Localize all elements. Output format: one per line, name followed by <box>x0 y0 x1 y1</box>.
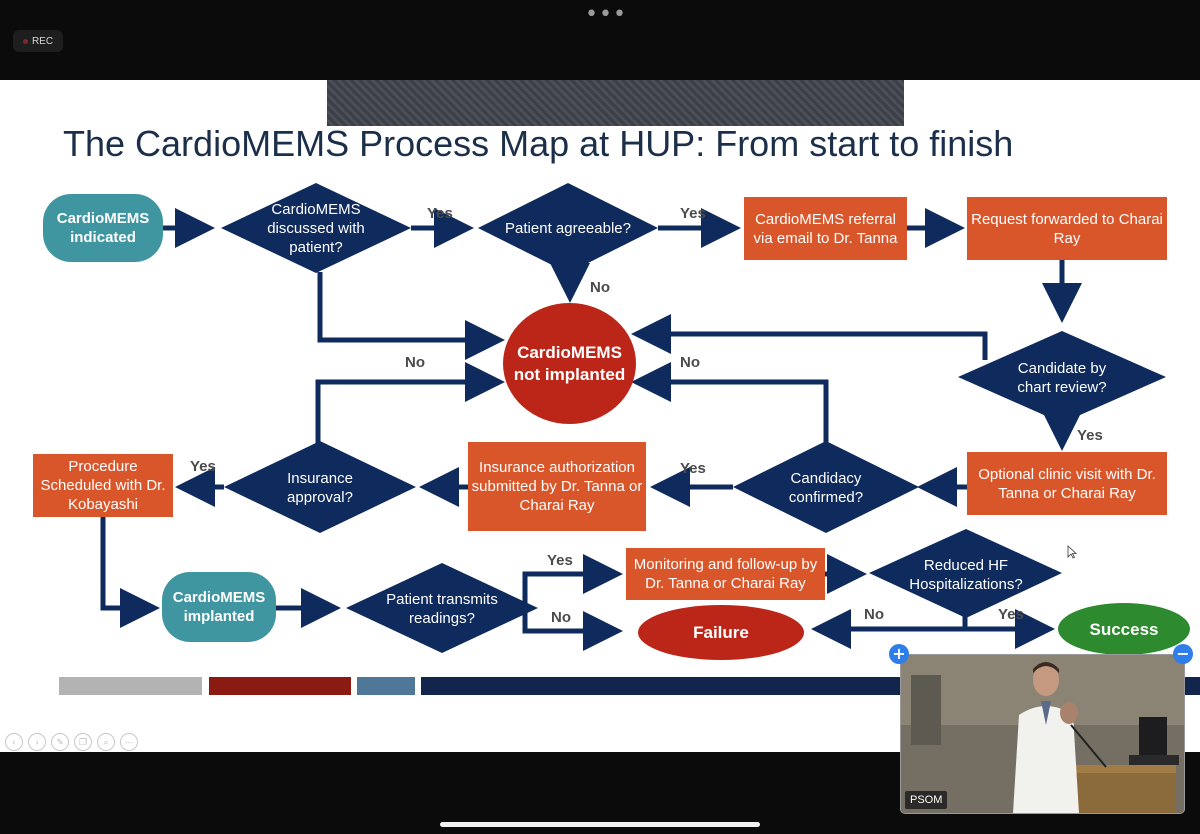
arrow-insurance-to-not-implanted <box>315 362 505 448</box>
arrow-discussed-to-not-implanted <box>317 272 505 360</box>
node-cardiomems-indicated: CardioMEMS indicated <box>43 194 163 262</box>
zoom-icon[interactable]: ⌕ <box>97 733 115 751</box>
label-no-insurance: No <box>405 354 425 371</box>
node-monitoring: Monitoring and follow-up by Dr. Tanna or… <box>626 548 825 600</box>
mouse-cursor-icon <box>1067 545 1077 559</box>
node-failure: Failure <box>638 605 804 660</box>
label-no-agreeable: No <box>590 279 610 296</box>
next-icon[interactable]: › <box>28 733 46 751</box>
arrow-candidate-to-not-implanted <box>631 314 988 360</box>
node-reduced-text: Reduced HF Hospitalizations? <box>909 557 1023 593</box>
diamond-transmits <box>346 563 538 653</box>
diamond-candidate <box>958 331 1166 423</box>
recording-label: REC <box>31 35 54 47</box>
node-clinic-visit: Optional clinic visit with Dr. Tanna or … <box>967 452 1167 515</box>
copy-icon[interactable]: ❐ <box>74 733 92 751</box>
more-options-icon[interactable]: ••• <box>585 2 627 27</box>
shared-slide: The CardioMEMS Process Map at HUP: From … <box>0 80 1200 752</box>
arrow-transmits-to-monitoring <box>522 554 623 608</box>
label-yes-discussed: Yes <box>427 205 453 222</box>
node-candidacy-text: Candidacy confirmed? <box>788 470 864 506</box>
label-yes-transmits: Yes <box>547 552 573 569</box>
color-bar-steel <box>357 677 415 695</box>
flowchart-canvas <box>100 183 1166 653</box>
arrow-candidacy-to-not-implanted <box>631 362 829 445</box>
diamond-insurance <box>224 441 416 533</box>
diamond-reduced <box>869 529 1062 618</box>
minimize-icon[interactable]: − <box>1173 644 1193 664</box>
video-thumbnail[interactable]: PSOM <box>900 654 1185 814</box>
node-request: Request forwarded to Charai Ray <box>967 197 1167 260</box>
slide-header-pattern <box>327 80 904 126</box>
diamond-agreeable <box>478 183 658 273</box>
recording-indicator[interactable]: REC <box>13 30 63 52</box>
prev-icon[interactable]: ‹ <box>5 733 23 751</box>
node-procedure: Procedure Scheduled with Dr. Kobayashi <box>33 454 173 517</box>
node-insurance-approval-text: Insurance approval? <box>287 470 353 506</box>
label-no-transmits: No <box>551 609 571 626</box>
arrow-procedure-to-implanted <box>100 517 160 628</box>
node-insurance-auth: Insurance authorization submitted by Dr.… <box>468 442 646 531</box>
node-discussed-text: CardioMEMS discussed with patient? <box>267 200 365 256</box>
node-transmits-text: Patient transmits readings? <box>386 591 498 627</box>
participant-name: PSOM <box>905 791 948 809</box>
label-yes-insurance: Yes <box>190 458 216 475</box>
add-icon[interactable]: + <box>889 644 909 664</box>
node-referral: CardioMEMS referral via email to Dr. Tan… <box>744 197 907 260</box>
presentation-controls: ‹ › ✎ ❐ ⌕ ⋯ <box>5 733 138 751</box>
home-indicator[interactable] <box>440 822 760 827</box>
color-bar-red <box>209 677 351 695</box>
color-bar-gray <box>59 677 202 695</box>
node-cardiomems-implanted: CardioMEMS implanted <box>162 572 276 642</box>
label-no-candidacy: No <box>680 354 700 371</box>
diamond-candidacy <box>733 441 919 533</box>
node-not-implanted: CardioMEMS not implanted <box>503 303 636 424</box>
node-agreeable-text: Patient agreeable? <box>505 219 631 237</box>
node-success: Success <box>1058 603 1190 655</box>
arrow-transmits-to-failure <box>522 608 623 651</box>
more-icon[interactable]: ⋯ <box>120 733 138 751</box>
speaker-video-frame <box>901 655 1184 813</box>
meeting-top-bar: ••• REC <box>0 0 1200 80</box>
pen-icon[interactable]: ✎ <box>51 733 69 751</box>
label-yes-candidate: Yes <box>1077 427 1103 444</box>
label-yes-reduced: Yes <box>998 606 1024 623</box>
node-candidate-text: Candidate by chart review? <box>1017 360 1107 396</box>
label-yes-candidacy: Yes <box>680 460 706 477</box>
diamond-discussed <box>221 183 411 273</box>
label-yes-agreeable: Yes <box>680 205 706 222</box>
slide-title: The CardioMEMS Process Map at HUP: From … <box>63 123 1014 164</box>
arrow-reduced-to-failure <box>811 609 968 649</box>
label-no-reduced: No <box>864 606 884 623</box>
record-dot-icon <box>22 38 28 44</box>
